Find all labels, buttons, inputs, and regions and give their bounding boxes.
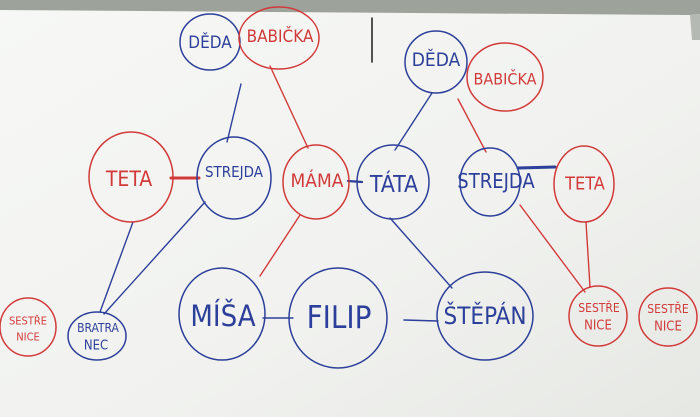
node-bratranec-label-2: NEC [84,339,108,354]
node-babicka-left-label: BABIČKA [247,25,314,47]
node-mama-circle [282,144,350,220]
line-strejda-right-to-sestrenice [519,204,586,293]
node-sestrenice-mid-circle [568,285,628,347]
node-stepan-circle [436,271,534,361]
node-sestrenice-left-label-1: SESTŘE [9,315,47,328]
node-tata-circle [356,144,430,220]
line-strejda-teta-right [516,165,557,170]
line-babicka-to-mama [269,65,309,149]
node-tata-label: TÁTA [369,170,418,198]
node-sestrenice-right-circle [638,287,698,347]
node-babicka-left-circle [238,6,320,70]
node-sestrenice-left-label-2: NICE [16,331,39,344]
node-deda-right-label: DĚDA [412,48,461,71]
node-bratranec-label-1: BRATRA [77,321,119,335]
board-frame-right [690,14,700,40]
line-deda-to-strejda [226,83,242,143]
node-deda-left-label: DĚDA [188,31,232,53]
node-babicka-right-circle [466,42,544,112]
node-misa-circle [178,267,266,361]
line-strejda-to-bratranec [103,201,206,315]
node-teta-right-circle [553,145,615,223]
node-strejda-left-circle [196,136,272,220]
node-bratranec-circle [67,311,127,361]
node-sestrenice-right-label-1: SESTŘE [647,301,689,316]
line-mama-to-misa [259,214,301,277]
node-teta-left-label: TETA [105,167,152,191]
node-sestrenice-right-label-2: NICE [654,320,682,335]
line-filip-stepan [403,319,439,322]
node-stepan-label: ŠTĚPÁN [444,300,527,330]
line-babicka-right-to-strejda [457,98,487,153]
node-teta-right-label: TETA [564,174,605,195]
node-babicka-right-label: BABIČKA [474,70,537,89]
board-frame-top [0,0,700,15]
line-teta-to-bratranec [99,221,134,313]
node-mama-label: MÁMA [291,169,344,192]
node-sestrenice-mid-label-1: SESTŘE [578,300,620,315]
node-teta-left-circle [88,131,174,223]
node-misa-label: MÍŠA [190,299,255,333]
node-filip-circle [288,267,388,369]
node-strejda-right-circle [459,147,521,217]
line-tata-to-stepan [389,217,453,289]
node-sestrenice-left-circle [0,297,57,357]
line-teta-right-to-sestrenice [585,221,591,288]
node-strejda-left-label: STREJDA [205,163,264,181]
node-deda-right-circle [404,30,468,94]
node-strejda-right-label: STREJDA [457,169,535,193]
line-mama-tata [346,179,364,184]
node-sestrenice-mid-label-2: NICE [584,319,612,334]
node-filip-label: FILIP [307,300,372,336]
line-deda-right-to-tata [394,92,433,151]
